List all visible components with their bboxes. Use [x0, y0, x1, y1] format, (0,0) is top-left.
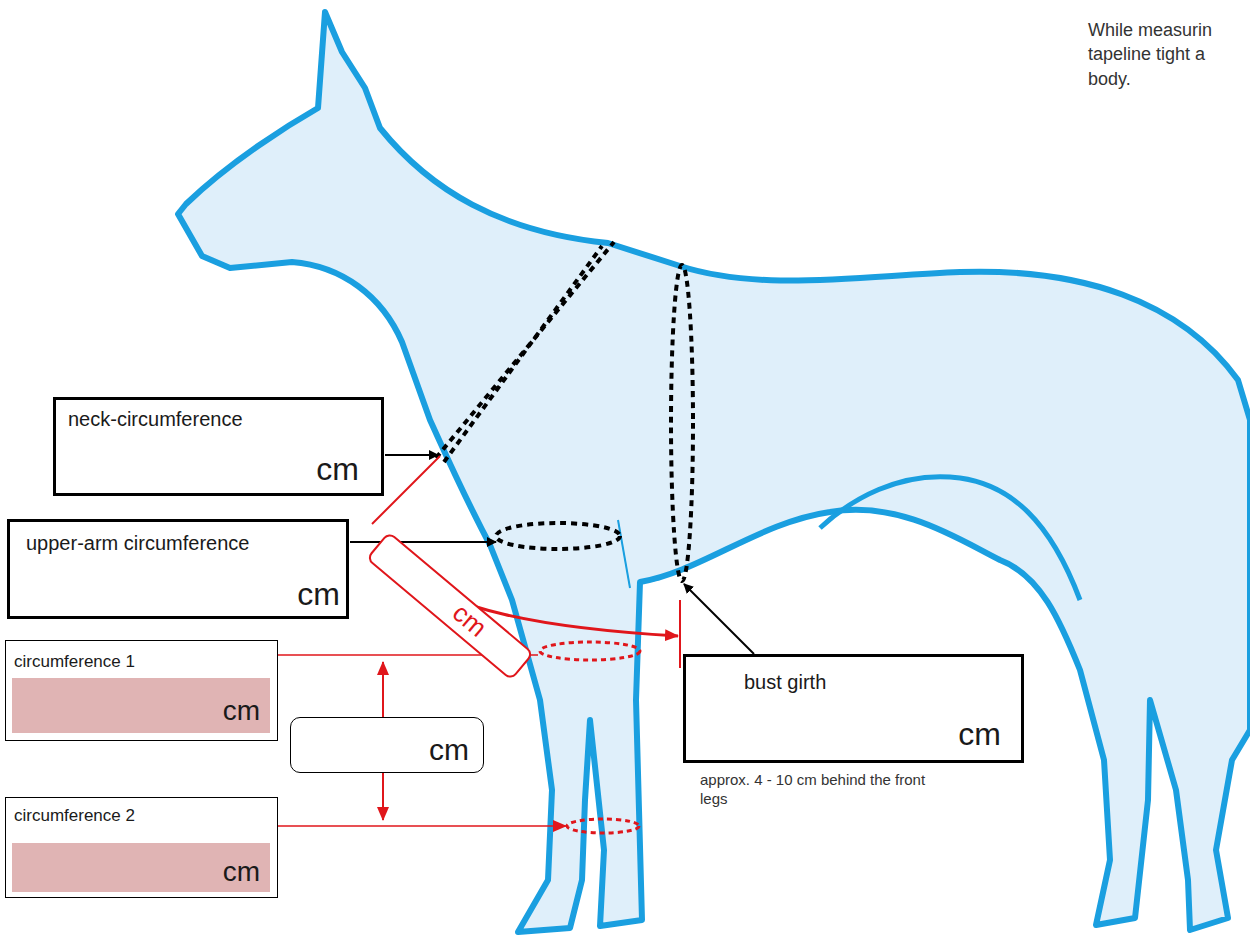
measure-box: cm circumference 1 — [5, 640, 278, 741]
measure-box: bust girth cm — [683, 654, 1024, 763]
dog-body — [178, 12, 1250, 932]
note: approx. 4 - 10 cm behind the front legs — [700, 771, 930, 809]
leader-line — [236, 825, 566, 827]
leader-line — [385, 454, 438, 456]
unit: cm — [223, 857, 260, 888]
measure-name: neck-circumference — [68, 408, 243, 430]
unit: cm — [447, 598, 492, 642]
entry-field: cm — [12, 678, 270, 733]
bust-measure-line — [671, 265, 693, 581]
circumference-1-line — [540, 642, 640, 660]
measure-box: upper-arm circumference cm — [7, 519, 349, 619]
thigh-contour — [820, 477, 1080, 600]
measure-box: cm — [290, 717, 484, 773]
length-tick — [679, 600, 681, 668]
unit: cm — [297, 577, 340, 612]
unit: cm — [223, 696, 260, 727]
neck-measure-line — [444, 246, 602, 462]
leg-contour — [618, 520, 630, 588]
measure-name: circumference 2 — [14, 807, 135, 826]
unit: cm — [958, 717, 1001, 752]
unit: cm — [429, 733, 469, 766]
measure-box: cm circumference 2 — [5, 797, 278, 898]
upper-arm-measure-line — [496, 523, 620, 549]
measure-box: neck-circumference cm — [53, 397, 384, 496]
leg-contour — [640, 578, 660, 582]
neck-measure-line — [436, 242, 614, 458]
measure-name: upper-arm circumference — [26, 532, 249, 554]
leader-line — [684, 584, 754, 654]
measure-name: bust girth — [744, 671, 826, 693]
unit: cm — [316, 452, 359, 487]
measure-name: circumference 1 — [14, 653, 135, 672]
circumference-2-line — [567, 819, 639, 833]
note: While measurin tapeline tight a body. — [1088, 18, 1238, 91]
leader-line — [350, 541, 496, 543]
entry-field: cm — [12, 843, 270, 892]
